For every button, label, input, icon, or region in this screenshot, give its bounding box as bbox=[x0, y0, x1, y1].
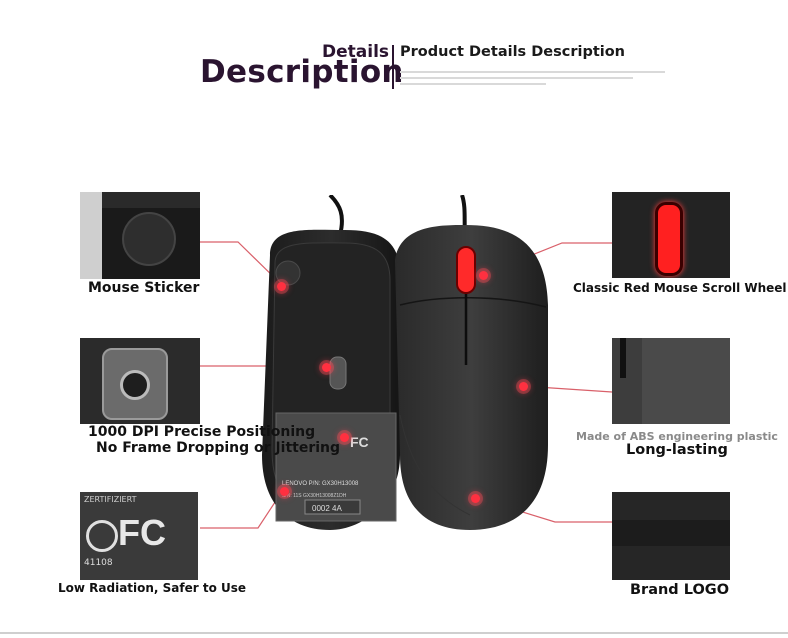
mouse-illustration: LENOVO P/N: GX30H13008 S/N: 11S GX30H130… bbox=[262, 195, 548, 530]
cable-bottom-mouse bbox=[328, 195, 344, 236]
header-divider bbox=[392, 45, 394, 89]
red-scroll-wheel bbox=[456, 246, 476, 294]
header-small-title: Details bbox=[322, 42, 390, 62]
thumb-dpi-sensor bbox=[80, 338, 200, 424]
thumb-fcc-cert: ZERTIFIZIERT FC 41108 bbox=[80, 492, 198, 580]
dot-mouse-sticker bbox=[277, 282, 286, 291]
header-decorative-lines bbox=[400, 71, 665, 89]
label-abs-note: Made of ABS engineering plastic bbox=[576, 430, 778, 443]
dot-low-radiation bbox=[280, 487, 289, 496]
cert-number-text: 41108 bbox=[84, 558, 113, 568]
dot-brand-logo bbox=[471, 494, 480, 503]
dot-dpi-sensor bbox=[322, 363, 331, 372]
thumb-brand-logo bbox=[612, 492, 730, 580]
thumb-scroll-wheel bbox=[612, 192, 730, 278]
dot-fc-cert bbox=[340, 433, 349, 442]
thumb-mouse-sticker bbox=[80, 192, 200, 279]
label-mouse-sticker: Mouse Sticker bbox=[88, 280, 200, 296]
label-long-lasting: Long-lasting bbox=[626, 442, 728, 458]
label-low-radiation: Low Radiation, Safer to Use bbox=[58, 581, 247, 595]
dot-long-lasting bbox=[519, 382, 528, 391]
cert-text: ZERTIFIZIERT bbox=[84, 495, 137, 504]
optical-sensor bbox=[329, 356, 347, 390]
header-big-title: Description bbox=[200, 54, 404, 90]
sticker-serial-text: S/N: 11S GX30H13008Z1DH bbox=[282, 493, 347, 499]
label-brand-logo: Brand LOGO bbox=[630, 582, 730, 598]
bottom-divider bbox=[0, 632, 788, 634]
label-scroll-wheel: Classic Red Mouse Scroll Wheel bbox=[573, 281, 787, 295]
sticker-brand-text: LENOVO P/N: GX30H13008 bbox=[282, 481, 359, 487]
label-dpi-line1: 1000 DPI Precise Positioning bbox=[88, 424, 316, 440]
connector-mouse-sticker bbox=[200, 241, 283, 286]
sticker-code-text: 0002 4A bbox=[312, 504, 342, 513]
dot-scroll-wheel bbox=[479, 271, 488, 280]
mouse-bottom-view: LENOVO P/N: GX30H13008 S/N: 11S GX30H130… bbox=[262, 229, 400, 530]
header-subtitle: Product Details Description bbox=[400, 44, 626, 60]
mouse-top-view bbox=[395, 225, 548, 530]
label-dpi-line2: No Frame Dropping or Jittering bbox=[96, 440, 341, 456]
thumb-texture bbox=[612, 338, 730, 424]
fc-logo-text: FC bbox=[118, 512, 166, 553]
sticker-fc-text: FC bbox=[350, 434, 369, 450]
mouse-foot-sticker-top bbox=[275, 260, 301, 286]
